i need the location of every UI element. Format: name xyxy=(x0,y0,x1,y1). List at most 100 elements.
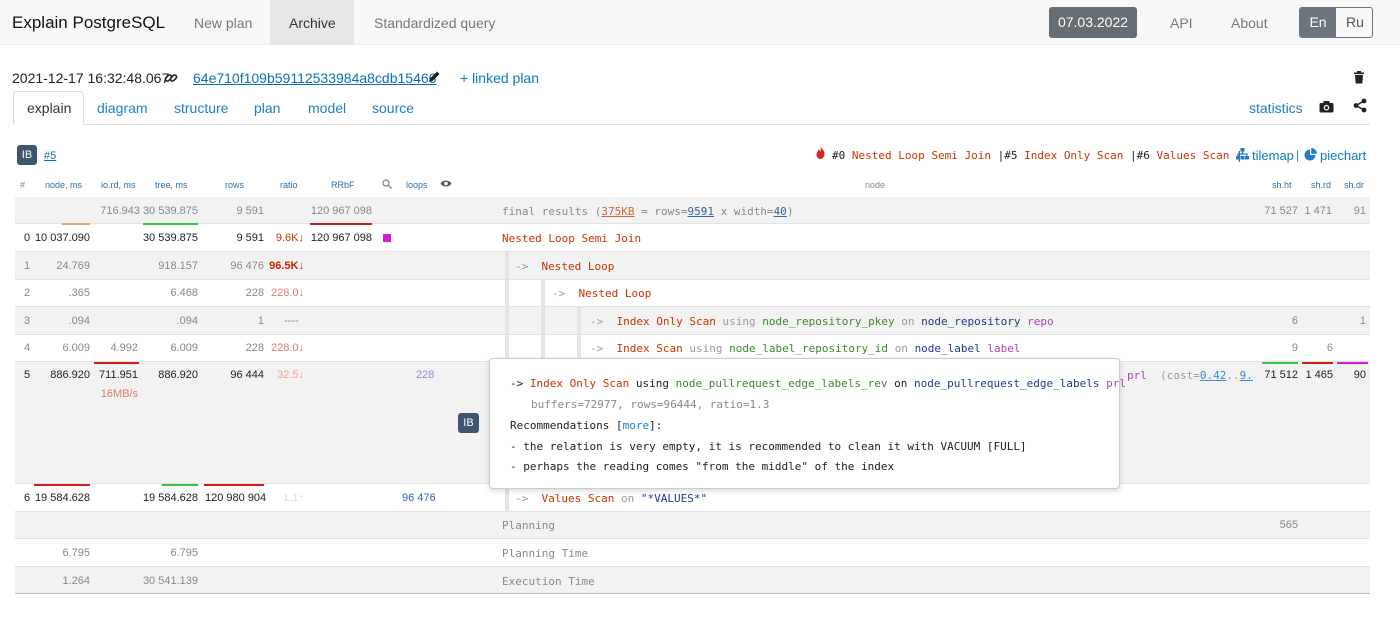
nav-api[interactable]: API xyxy=(1170,15,1193,31)
plan-row-1[interactable] xyxy=(15,252,1370,280)
col-rows[interactable]: rows xyxy=(225,180,245,190)
row5-cost-dots: .. xyxy=(1226,369,1240,382)
row4-op[interactable]: Index Scan xyxy=(616,342,683,355)
row3-rows: 1 xyxy=(257,315,264,327)
row3-index[interactable]: node_repository_pkey xyxy=(762,315,895,328)
row6-rows: 120 980 904 xyxy=(205,492,267,504)
trash-icon[interactable] xyxy=(1353,71,1365,84)
tab-source[interactable]: source xyxy=(372,100,415,116)
row4-node-text[interactable]: -> Index Scan using node_label_repositor… xyxy=(590,342,1021,355)
col-ratio[interactable]: ratio xyxy=(280,180,298,190)
row5-cost-start[interactable]: 0.42 xyxy=(1199,369,1227,382)
tab-plan[interactable]: plan xyxy=(254,100,281,116)
row3-kw-using: using xyxy=(722,315,756,328)
row5-cost-end[interactable]: 9. xyxy=(1239,369,1253,382)
node-ref-link[interactable]: #5 xyxy=(44,150,57,162)
popup-table[interactable]: node_pullrequest_edge_labels xyxy=(914,377,1100,390)
row6-ratio: 1.1↑ xyxy=(283,492,304,504)
row6-op[interactable]: Values Scan xyxy=(541,492,615,505)
tab-model[interactable]: model xyxy=(308,100,347,116)
row3-tree-ms: .094 xyxy=(176,315,198,327)
row1-node-text[interactable]: -> Nested Loop xyxy=(515,260,614,273)
col-node: node xyxy=(865,180,886,190)
summary-node0-num[interactable]: #0 xyxy=(832,149,846,162)
bar-rrbf xyxy=(310,223,372,225)
tab-structure[interactable]: structure xyxy=(174,100,229,116)
col-sh-ht[interactable]: sh.ht xyxy=(1272,180,1292,190)
summary-node5-num[interactable]: #5 xyxy=(1004,149,1018,162)
final-width[interactable]: 40 xyxy=(773,205,787,218)
search-icon[interactable] xyxy=(382,179,392,189)
date-button[interactable]: 07.03.2022 xyxy=(1049,7,1137,38)
row3-node-text[interactable]: -> Index Only Scan using node_repository… xyxy=(590,315,1054,328)
camera-icon[interactable] xyxy=(1319,100,1334,113)
tab-diagram[interactable]: diagram xyxy=(97,100,148,116)
tilemap-link[interactable]: tilemap xyxy=(1252,148,1294,163)
row6-arrow: -> xyxy=(515,492,529,505)
plan-hash-link[interactable]: 64e710f109b59112533984a8cdb15466 xyxy=(193,70,437,86)
eye-icon[interactable] xyxy=(440,179,452,188)
tab-explain[interactable]: explain xyxy=(27,100,72,116)
row3-table[interactable]: node_repository xyxy=(921,315,1021,328)
col-io-rd[interactable]: io.rd, ms xyxy=(101,180,136,190)
plan-row-3[interactable] xyxy=(15,307,1370,335)
popup-rec-2: - perhaps the reading comes "from the mi… xyxy=(510,460,895,473)
row5-node-tail[interactable]: prl (cost=0.42..9. xyxy=(1127,369,1253,382)
row0-node-text[interactable]: Nested Loop Semi Join xyxy=(502,232,642,245)
piechart-link[interactable]: piechart xyxy=(1320,148,1367,163)
col-rrbf[interactable]: RRbF xyxy=(331,180,355,190)
row4-rows: 228 xyxy=(245,342,264,354)
col-sh-dr[interactable]: sh.dr xyxy=(1344,180,1365,190)
plan-row-0[interactable] xyxy=(15,224,1370,252)
row1-num: 1 xyxy=(24,260,31,272)
col-loops[interactable]: loops xyxy=(406,180,428,190)
popup-ib-badge[interactable]: IB xyxy=(458,413,479,433)
tree-guide-row6 xyxy=(505,484,509,512)
row2-node-text[interactable]: -> Nested Loop xyxy=(552,287,651,300)
row4-table[interactable]: node_label xyxy=(914,342,981,355)
final-size[interactable]: 375KB xyxy=(601,205,635,218)
popup-index[interactable]: node_pullrequest_edge_labels_rev xyxy=(675,377,888,390)
linked-plan-link[interactable]: + linked plan xyxy=(460,70,540,86)
lang-ru-button[interactable]: Ru xyxy=(1346,14,1364,30)
sitemap-icon xyxy=(1236,148,1249,160)
nav-archive[interactable]: Archive xyxy=(289,15,336,31)
summary-node6-label[interactable]: Values Scan xyxy=(1156,149,1230,162)
row6-node-ms: 19 584.628 xyxy=(34,492,90,504)
final-nrows[interactable]: 9591 xyxy=(687,205,714,218)
share-icon[interactable] xyxy=(1353,98,1367,113)
final-results-text: final results (375KB = rows=9591 x width… xyxy=(502,205,793,218)
row2-op[interactable]: Nested Loop xyxy=(578,287,652,300)
tab-statistics[interactable]: statistics xyxy=(1249,100,1303,116)
nav-new-plan[interactable]: New plan xyxy=(194,15,253,31)
summary-node0-label[interactable]: Nested Loop Semi Join xyxy=(851,149,991,162)
lang-en-button[interactable]: En xyxy=(1300,8,1336,37)
execution-time-tree: 30 541.139 xyxy=(142,575,198,587)
popup-more-link[interactable]: more xyxy=(622,419,650,432)
pencil-icon[interactable] xyxy=(427,70,441,84)
nav-about[interactable]: About xyxy=(1231,15,1268,31)
link-icon[interactable] xyxy=(164,71,178,85)
col-tree-ms[interactable]: tree, ms xyxy=(155,180,188,190)
col-node-ms[interactable]: node, ms xyxy=(45,180,83,190)
col-sh-rd[interactable]: sh.rd xyxy=(1311,180,1332,190)
row2-rows: 228 xyxy=(245,287,264,299)
ib-badge[interactable]: IB xyxy=(17,145,37,165)
row4-index[interactable]: node_label_repository_id xyxy=(729,342,889,355)
plan-timestamp: 2021-12-17 16:32:48.067 xyxy=(12,70,170,86)
row0-rrbf: 120 967 098 xyxy=(310,232,372,244)
summary-node5-label[interactable]: Index Only Scan xyxy=(1024,149,1124,162)
row3-alias: repo xyxy=(1027,315,1054,328)
plan-row-6[interactable] xyxy=(15,484,1370,512)
summary-node6-num[interactable]: #6 xyxy=(1136,149,1150,162)
row6-node-text[interactable]: -> Values Scan on "*VALUES*" xyxy=(515,492,707,505)
row3-op[interactable]: Index Only Scan xyxy=(616,315,716,328)
plan-row-2[interactable] xyxy=(15,280,1370,307)
top-navbar xyxy=(0,0,1400,45)
nav-active-bg xyxy=(270,0,354,45)
row1-op[interactable]: Nested Loop xyxy=(541,260,615,273)
row4-ratio: 228.0↓ xyxy=(270,342,304,354)
app-brand[interactable]: Explain PostgreSQL xyxy=(12,13,166,32)
row3-arrow: -> xyxy=(590,315,604,328)
nav-standardized-query[interactable]: Standardized query xyxy=(374,15,496,31)
